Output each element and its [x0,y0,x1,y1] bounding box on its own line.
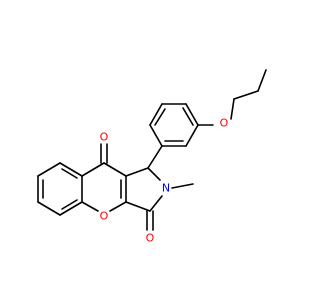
bond [149,195,163,212]
bond [147,145,163,169]
propoxy-chain [197,69,267,126]
phenyl-ring [147,103,199,169]
bond [103,162,127,177]
bond [81,201,99,212]
double-bond-inner [182,107,194,126]
double-bond-inner [154,108,166,126]
ketone-oxygen-label: O [100,131,109,144]
benzene-ring-fused [37,162,83,216]
lactam-oxygen-label: O [146,232,155,245]
bond [125,201,151,212]
nitrogen-label: N [162,182,170,195]
pyranone-ring [81,143,127,212]
bond [185,103,199,126]
bond [59,201,83,216]
pyrrolone-ring [125,167,194,231]
bond [257,69,267,92]
bond [147,167,161,181]
atom-labels: O O N O O [100,117,229,245]
chemical-structure-diagram: O O N O O [37,69,267,245]
bond [59,162,83,177]
bond [149,103,163,126]
double-bond-inner [61,199,78,210]
bond [37,201,61,216]
ether-oxygen-label: O [220,117,229,130]
double-bond-inner [61,168,78,179]
bond [149,124,163,147]
ring-oxygen-label: O [100,210,109,223]
bond [230,98,235,120]
bond [233,90,259,100]
bond [125,167,149,177]
bond [185,124,199,147]
bond [109,201,127,212]
bond [37,162,61,177]
bond [171,183,194,189]
bond [81,162,105,177]
